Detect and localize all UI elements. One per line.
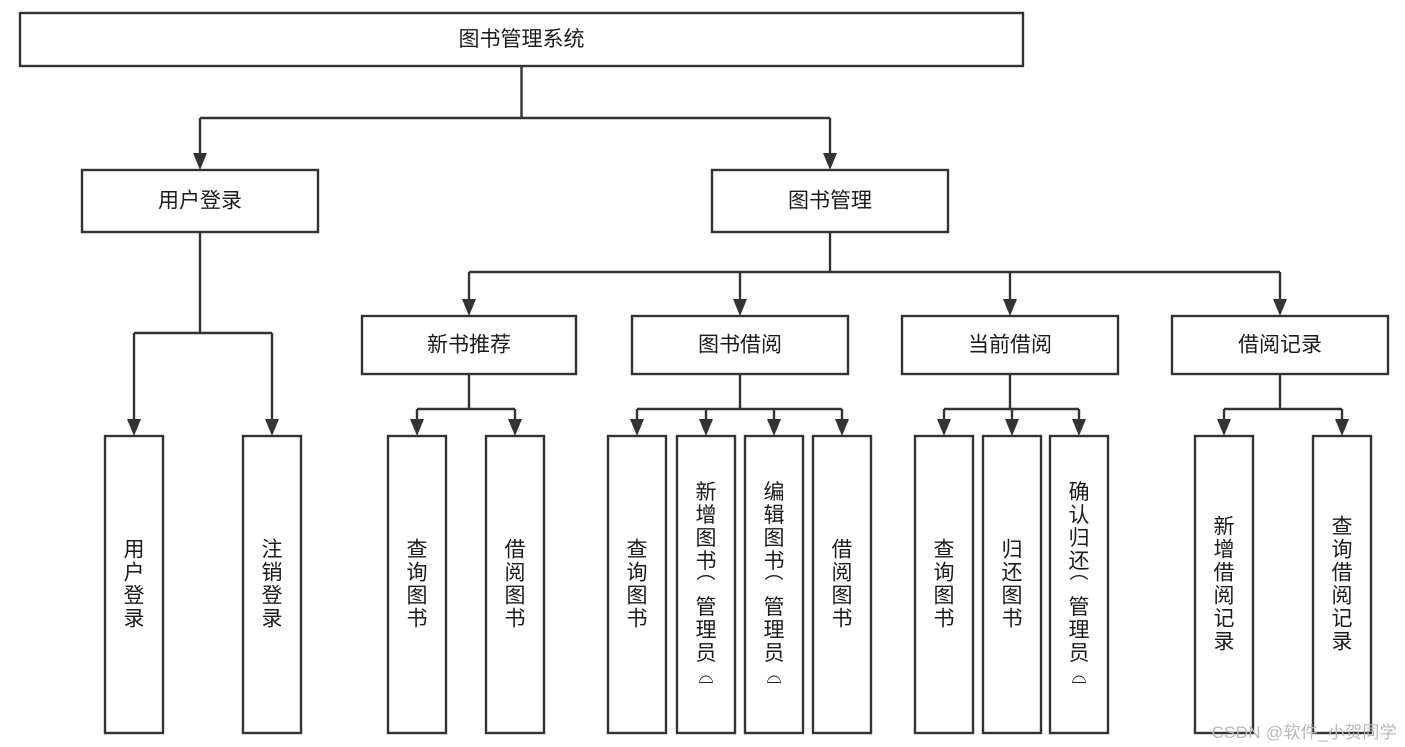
arrow-head: [127, 419, 141, 436]
node-label: 新书推荐: [427, 334, 511, 357]
node-label: 新增图书⌒管理员⌓: [696, 481, 717, 688]
node-label: 用户登录: [158, 190, 242, 213]
arrow-head: [1335, 419, 1349, 436]
node-leaf-query-record[interactable]: 查询借阅记录: [1311, 434, 1373, 735]
node-label: 查询图书: [627, 539, 648, 631]
node-current-borrow[interactable]: 当前借阅: [900, 314, 1120, 376]
node-label: 图书管理系统: [459, 28, 585, 51]
arrow-head: [1072, 419, 1086, 436]
node-label: 借阅图书: [505, 539, 526, 631]
arrow-head: [265, 419, 279, 436]
node-label: 查询借阅记录: [1332, 516, 1353, 654]
arrow-head: [699, 419, 713, 436]
node-leaf-query-book-c[interactable]: 查询图书: [913, 434, 975, 735]
arrow-head: [193, 153, 207, 170]
node-label: 用户登录: [124, 539, 145, 631]
node-leaf-borrow-book-b[interactable]: 借阅图书: [811, 434, 873, 735]
node-leaf-query-book-b[interactable]: 查询图书: [606, 434, 668, 735]
arrow-head: [1273, 299, 1287, 316]
node-user-login[interactable]: 用户登录: [80, 168, 320, 234]
node-book-manage[interactable]: 图书管理: [710, 168, 950, 234]
node-label: 查询图书: [407, 539, 428, 631]
arrow-head: [1003, 299, 1017, 316]
node-leaf-edit-book[interactable]: 编辑图书⌒管理员⌓: [743, 434, 805, 735]
arrow-head: [733, 299, 747, 316]
node-leaf-add-record[interactable]: 新增借阅记录: [1193, 434, 1255, 735]
node-label: 借阅记录: [1238, 334, 1322, 357]
node-label: 编辑图书⌒管理员⌓: [764, 481, 785, 688]
node-leaf-add-book[interactable]: 新增图书⌒管理员⌓: [675, 434, 737, 735]
node-leaf-logout[interactable]: 注销登录: [241, 434, 303, 735]
node-label: 当前借阅: [968, 334, 1052, 357]
node-label: 图书管理: [788, 190, 872, 213]
arrow-head: [835, 419, 849, 436]
node-label: 图书借阅: [698, 334, 782, 357]
node-leaf-query-book-rec[interactable]: 查询图书: [386, 434, 448, 735]
node-label: 确认归还⌒管理员⌓: [1069, 481, 1090, 688]
node-leaf-borrow-book-rec[interactable]: 借阅图书: [484, 434, 546, 735]
arrow-head: [767, 419, 781, 436]
node-label: 借阅图书: [832, 539, 853, 631]
arrow-head: [462, 299, 476, 316]
node-leaf-confirm-return[interactable]: 确认归还⌒管理员⌓: [1048, 434, 1110, 735]
arrow-head: [823, 153, 837, 170]
node-label: 注销登录: [262, 539, 283, 631]
arrow-head: [630, 419, 644, 436]
node-layer: 图书管理系统用户登录图书管理新书推荐图书借阅当前借阅借阅记录用户登录注销登录查询…: [18, 11, 1390, 735]
node-label: 新增借阅记录: [1214, 516, 1235, 654]
arrow-head: [410, 419, 424, 436]
node-label: 归还图书: [1002, 539, 1023, 631]
arrow-head: [1005, 419, 1019, 436]
node-book-borrow[interactable]: 图书借阅: [630, 314, 850, 376]
arrow-head: [508, 419, 522, 436]
arrow-head: [937, 419, 951, 436]
node-label: 查询图书: [934, 539, 955, 631]
connector-layer: [127, 66, 1349, 436]
node-root[interactable]: 图书管理系统: [18, 11, 1025, 68]
node-new-book-rec[interactable]: 新书推荐: [360, 314, 578, 376]
node-leaf-user-login[interactable]: 用户登录: [103, 434, 165, 735]
node-leaf-return-book[interactable]: 归还图书: [981, 434, 1043, 735]
node-borrow-record[interactable]: 借阅记录: [1170, 314, 1390, 376]
arrow-head: [1217, 419, 1231, 436]
